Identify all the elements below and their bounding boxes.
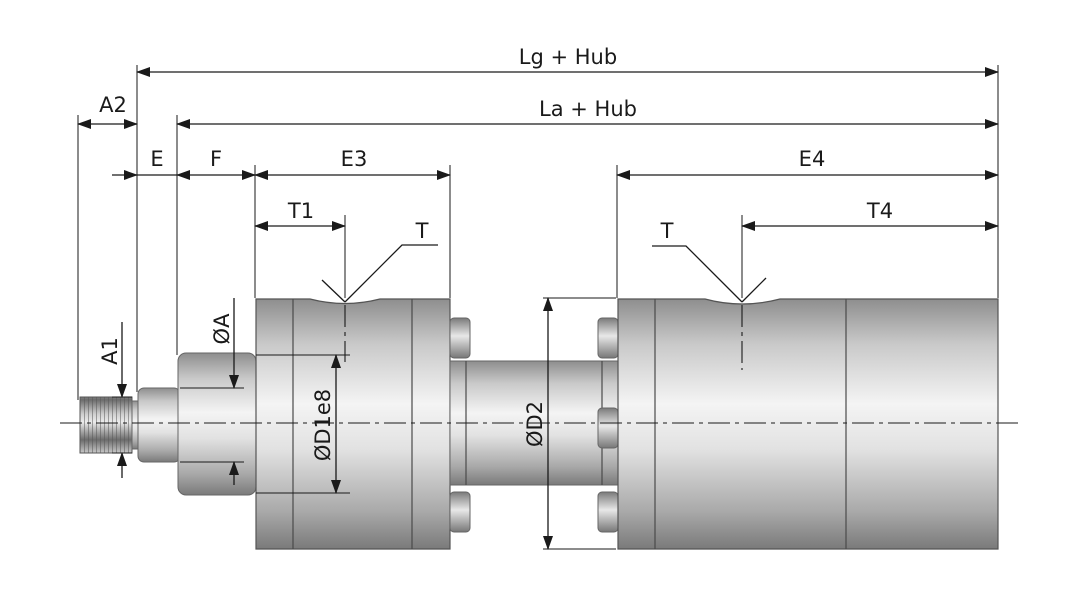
dimension-lines [77, 67, 999, 550]
label-dia-a: ØA [210, 313, 234, 345]
bolt [597, 317, 619, 359]
bolt [449, 491, 471, 533]
front-block [255, 298, 451, 550]
label-e: E [150, 147, 163, 171]
bolt [449, 317, 471, 359]
label-t-right: T [660, 219, 674, 243]
bolt [597, 491, 619, 533]
label-a2: A2 [99, 93, 127, 117]
bolt [597, 407, 619, 449]
label-e3: E3 [341, 147, 368, 171]
label-a1: A1 [98, 337, 122, 365]
label-t-left: T [415, 219, 429, 243]
leader-t-right [652, 245, 743, 303]
label-dia-d2: ØD2 [523, 401, 547, 447]
label-f: F [210, 147, 222, 171]
label-t4: T4 [866, 199, 893, 223]
label-dia-d1e8: ØD1e8 [311, 389, 335, 461]
rod-thread [79, 396, 133, 454]
front-pilot [177, 352, 257, 496]
label-e4: E4 [799, 147, 826, 171]
label-la-hub: La + Hub [539, 97, 637, 121]
piston-rod [137, 387, 181, 463]
label-t1: T1 [287, 199, 314, 223]
leader-t-left [344, 244, 438, 303]
label-lg-hub: Lg + Hub [519, 45, 617, 69]
rear-block [617, 298, 999, 550]
